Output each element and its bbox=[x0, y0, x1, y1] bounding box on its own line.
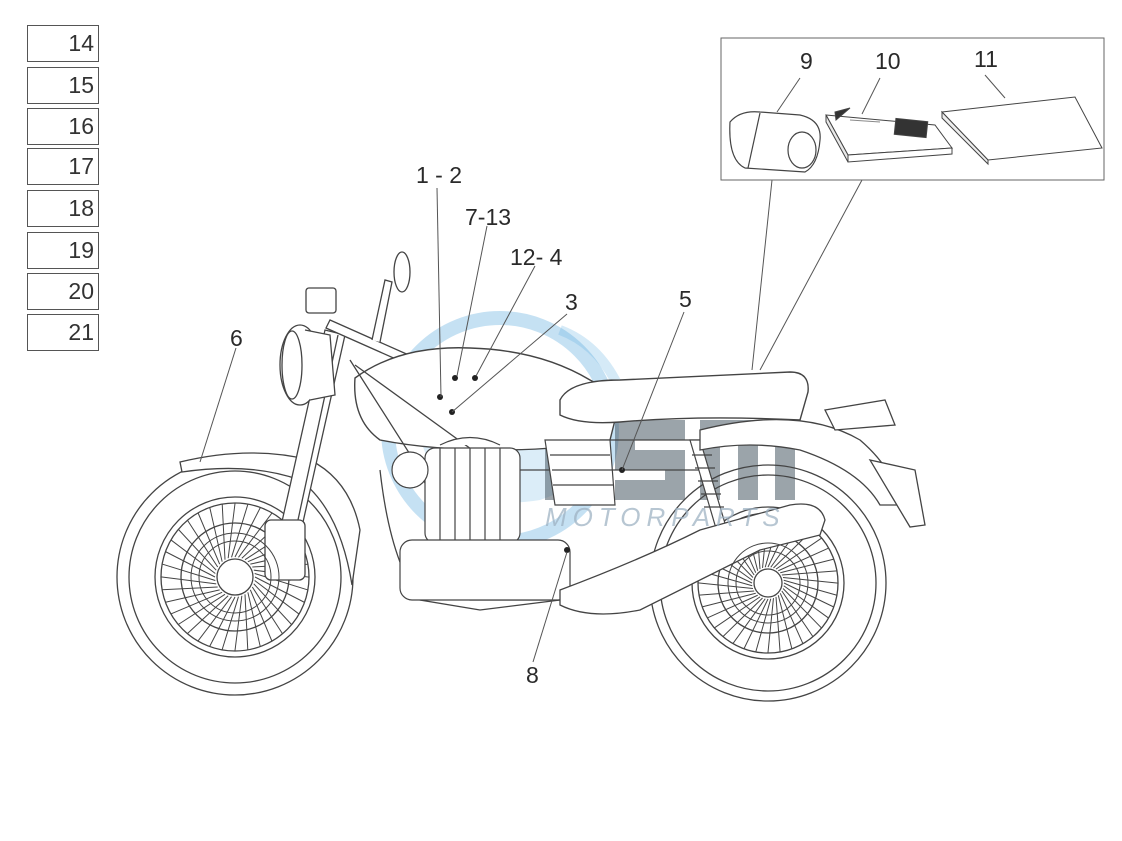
front-wheel-spokes bbox=[160, 502, 310, 652]
callout-5[interactable]: 5 bbox=[679, 286, 692, 312]
wheel-spoke bbox=[782, 577, 839, 584]
wheel-spoke bbox=[778, 547, 829, 572]
wheel-spoke bbox=[177, 529, 217, 571]
callout-9[interactable]: 9 bbox=[800, 48, 813, 74]
wheel-spoke bbox=[197, 512, 221, 565]
accessory-leaders bbox=[776, 74, 1006, 115]
rear-brake-disc bbox=[727, 542, 809, 624]
callout-10[interactable]: 10 bbox=[875, 48, 901, 74]
side-item-20[interactable]: 20 bbox=[27, 273, 99, 310]
wheel-spoke bbox=[782, 588, 822, 629]
engine bbox=[391, 436, 571, 601]
wheel-spoke bbox=[231, 503, 249, 558]
wheel-spoke bbox=[247, 592, 261, 647]
wheel-spoke bbox=[755, 598, 772, 653]
wheel-spoke bbox=[251, 586, 283, 635]
wheel-spoke bbox=[187, 595, 229, 635]
wheel-spoke bbox=[743, 598, 769, 649]
wheel-spoke bbox=[209, 507, 223, 562]
wheel-spoke bbox=[767, 597, 774, 654]
wheel-spoke bbox=[722, 597, 763, 637]
wheel-spoke bbox=[187, 519, 219, 568]
callout-11[interactable]: 11 bbox=[974, 46, 998, 72]
rear-fender bbox=[699, 399, 926, 528]
wheel-spoke bbox=[170, 539, 216, 574]
wheel-spoke bbox=[165, 589, 220, 603]
wheel-spoke bbox=[177, 593, 226, 625]
wheel-spoke bbox=[221, 504, 226, 560]
leader-lines bbox=[199, 179, 863, 663]
wheel-spoke bbox=[253, 583, 293, 625]
front-brake-disc bbox=[190, 532, 280, 622]
tool-pouch-icon bbox=[729, 111, 821, 173]
callout-1-2[interactable]: 1 - 2 bbox=[416, 162, 463, 188]
wheel-spoke bbox=[160, 576, 217, 585]
wheel-spoke bbox=[780, 558, 834, 574]
wheel-spoke bbox=[197, 596, 232, 642]
headlight bbox=[279, 324, 336, 406]
wheel-spoke bbox=[254, 580, 300, 615]
side-item-18[interactable]: 18 bbox=[27, 190, 99, 227]
front-fender bbox=[179, 452, 361, 586]
wheel-spoke bbox=[209, 596, 236, 647]
wheel-spoke bbox=[234, 507, 261, 558]
wheel-spoke bbox=[244, 594, 249, 650]
wheel-spoke bbox=[170, 591, 223, 615]
wheel-spoke bbox=[783, 585, 829, 619]
owners-manual-icon bbox=[825, 107, 953, 163]
callout-7-13[interactable]: 7-13 bbox=[465, 204, 512, 230]
wheel-spoke bbox=[699, 590, 755, 596]
wheel-spoke bbox=[707, 594, 758, 619]
side-item-21[interactable]: 21 bbox=[27, 314, 99, 351]
wheel-spoke bbox=[238, 512, 273, 558]
wheel-spoke bbox=[779, 593, 804, 644]
wheel-spoke bbox=[254, 576, 305, 603]
wheel-spoke bbox=[249, 589, 273, 642]
wheel-spoke bbox=[777, 595, 793, 649]
callout-3[interactable]: 3 bbox=[565, 289, 578, 315]
wheel-spoke bbox=[162, 586, 218, 591]
callout-8[interactable]: 8 bbox=[526, 662, 539, 688]
side-item-17[interactable]: 17 bbox=[27, 148, 99, 185]
wheel-spoke bbox=[697, 582, 754, 589]
wheel-spoke bbox=[775, 596, 781, 652]
wheel-spoke bbox=[783, 582, 834, 608]
wheel-spoke bbox=[702, 592, 756, 608]
wheel-spoke bbox=[781, 590, 814, 637]
side-cover bbox=[544, 439, 616, 506]
side-item-15[interactable]: 15 bbox=[27, 67, 99, 104]
wheel-spoke bbox=[234, 595, 243, 652]
wheel-spoke bbox=[161, 563, 216, 581]
document-folder-icon bbox=[940, 96, 1103, 166]
wheel-spoke bbox=[714, 596, 761, 629]
wheel-spoke bbox=[775, 537, 822, 570]
wheel-spoke bbox=[781, 570, 837, 576]
wheel-spoke bbox=[732, 598, 766, 644]
wheel-spoke bbox=[783, 579, 838, 596]
wheel-spoke bbox=[227, 502, 236, 559]
callout-12-4[interactable]: 12- 4 bbox=[510, 244, 563, 270]
wheel-spoke bbox=[254, 573, 309, 591]
exhaust bbox=[559, 503, 826, 615]
side-item-19[interactable]: 19 bbox=[27, 232, 99, 269]
side-item-16[interactable]: 16 bbox=[27, 108, 99, 145]
watermark-subtitle: MOTORPARTS bbox=[545, 502, 786, 532]
wheel-spoke bbox=[221, 596, 239, 651]
callout-6[interactable]: 6 bbox=[230, 325, 243, 351]
side-item-14[interactable]: 14 bbox=[27, 25, 99, 62]
wheel-spoke bbox=[165, 551, 216, 578]
